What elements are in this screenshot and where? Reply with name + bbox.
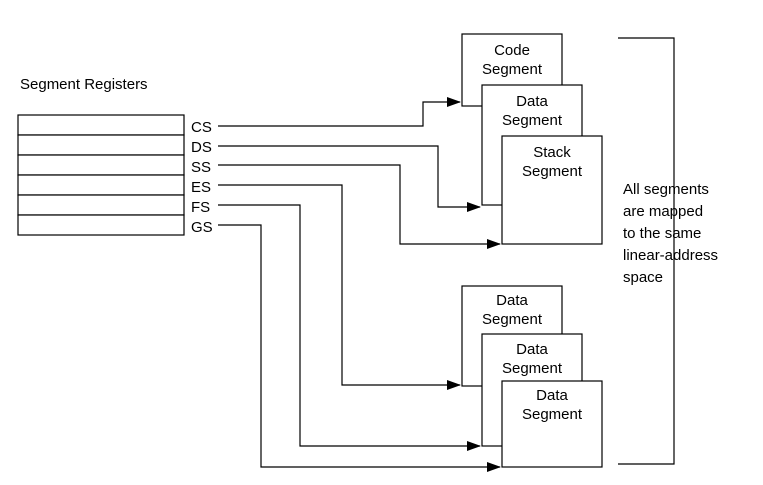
stack-segment-box xyxy=(501,135,603,245)
stack-segment-label-line1: Stack xyxy=(533,144,571,161)
ds-arrow xyxy=(218,145,481,212)
data-segment-top-label-line1: Data xyxy=(516,93,548,110)
mapping-note: All segments are mapped to the same line… xyxy=(623,181,718,286)
linear-address-space-bracket xyxy=(618,37,675,465)
note-line-1: All segments xyxy=(623,181,709,198)
note-line-2: are mapped xyxy=(623,203,703,220)
register-cell-es xyxy=(17,174,185,196)
register-cell-fs xyxy=(17,194,185,216)
register-cell-ss xyxy=(17,154,185,176)
register-to-segment-connectors xyxy=(218,97,501,472)
data-segment-top-label-line2: Segment xyxy=(502,112,563,129)
note-line-3: to the same xyxy=(623,225,701,242)
segment-register-table xyxy=(17,114,185,236)
ss-arrow xyxy=(218,164,501,249)
code-segment-label-line1: Code xyxy=(494,42,530,59)
register-label-gs: GS xyxy=(191,219,213,236)
register-cell-cs xyxy=(17,114,185,136)
register-label-cs: CS xyxy=(191,119,212,136)
es-arrow xyxy=(218,184,461,390)
data-segment-bottom-3-label-line1: Data xyxy=(536,387,568,404)
diagram-title: Segment Registers xyxy=(20,76,148,93)
register-cell-gs xyxy=(17,214,185,236)
cs-arrow xyxy=(218,97,461,127)
data-segment-box-bottom-3 xyxy=(501,380,603,468)
note-line-4: linear-address xyxy=(623,247,718,264)
gs-arrow xyxy=(218,224,501,472)
top-segment-group: Code Segment Data Segment Stack Segment xyxy=(461,33,603,245)
data-segment-bottom-1-label-line2: Segment xyxy=(482,311,543,328)
register-label-es: ES xyxy=(191,179,211,196)
register-label-ss: SS xyxy=(191,159,211,176)
note-line-5: space xyxy=(623,269,663,286)
fs-arrow xyxy=(218,204,481,451)
stack-segment-label-line2: Segment xyxy=(522,163,583,180)
data-segment-bottom-2-label-line2: Segment xyxy=(502,360,563,377)
code-segment-label-line2: Segment xyxy=(482,61,543,78)
data-segment-bottom-2-label-line1: Data xyxy=(516,341,548,358)
register-label-ds: DS xyxy=(191,139,212,156)
bottom-segment-group: Data Segment Data Segment Data Segment xyxy=(461,285,603,468)
register-label-fs: FS xyxy=(191,199,210,216)
data-segment-bottom-3-label-line2: Segment xyxy=(522,406,583,423)
register-cell-ds xyxy=(17,134,185,156)
data-segment-bottom-1-label-line1: Data xyxy=(496,292,528,309)
